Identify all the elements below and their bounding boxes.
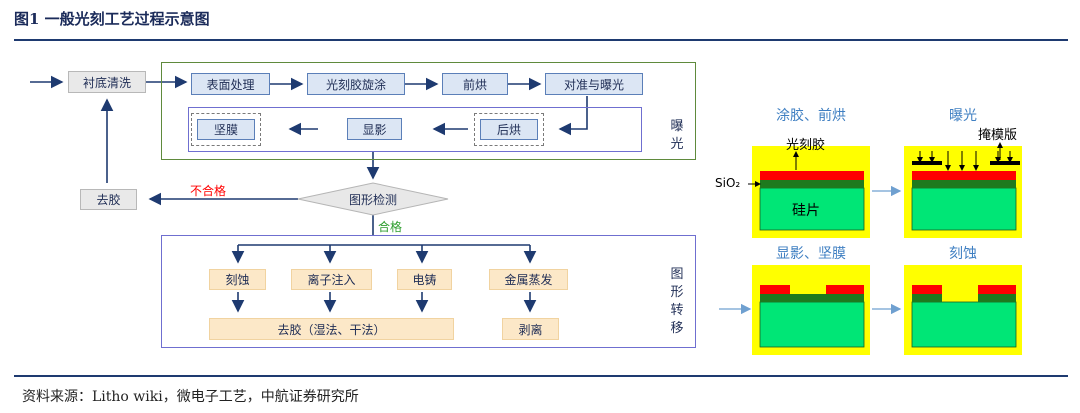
hardbake-box: 坚膜	[197, 119, 255, 140]
panel4-oxide-right	[978, 294, 1016, 302]
align-expose-box: 对准与曝光	[545, 73, 643, 95]
bottom-rule	[14, 375, 1068, 377]
develop-box: 显影	[347, 118, 402, 140]
implant-box: 离子注入	[291, 269, 372, 290]
panel3-resist-right	[826, 285, 864, 294]
mask-label: 掩模版	[978, 128, 1018, 143]
exposure-group-label: 曝光	[670, 119, 684, 152]
resist-label: 光刻胶	[786, 138, 826, 153]
strip-methods-box: 去胶（湿法、干法）	[209, 318, 454, 340]
panel3-wafer	[759, 301, 865, 348]
oxide-label: SiO₂	[715, 176, 741, 190]
panel2-mask-left	[912, 161, 942, 165]
wafer-label: 硅片	[792, 203, 820, 219]
substrate-clean-box: 衬底清洗	[68, 71, 146, 93]
panel4-resist-right	[978, 285, 1016, 294]
panel3-caption: 显影、坚膜	[776, 246, 846, 262]
postbake-box: 后烘	[480, 119, 538, 140]
postbake-dashed-frame	[474, 113, 544, 146]
fail-label: 不合格	[190, 184, 227, 198]
panel2-wafer	[911, 187, 1017, 231]
figure-title: 图1 一般光刻工艺过程示意图	[14, 10, 210, 28]
top-rule	[14, 39, 1068, 41]
hardbake-dashed-frame	[191, 113, 261, 146]
bake-row-frame	[188, 107, 642, 152]
panel4-oxide-left	[912, 294, 942, 302]
panel2-oxide	[912, 180, 1016, 188]
evaporation-box: 金属蒸发	[489, 269, 568, 290]
panel2-mask-right	[990, 161, 1020, 165]
inspect-label: 图形检测	[348, 193, 397, 207]
panel3-resist-left	[760, 285, 790, 294]
exposure-group-frame	[161, 62, 696, 160]
panel2-resist	[912, 171, 1016, 180]
panel1-oxide	[760, 180, 864, 188]
source-note: 资料来源：Litho wiki，微电子工艺，中航证券研究所	[22, 389, 359, 405]
panel4-resist-left	[912, 285, 942, 294]
panel4-wafer	[911, 301, 1017, 348]
liftoff-box: 剥离	[502, 318, 559, 340]
transfer-group-label: 图形转移	[670, 267, 684, 336]
surface-treat-box: 表面处理	[191, 73, 270, 95]
panel3-oxide	[760, 294, 864, 302]
etch-box: 刻蚀	[209, 269, 266, 290]
resist-coat-box: 光刻胶旋涂	[307, 73, 405, 95]
transfer-group-frame	[161, 235, 696, 348]
panel2-caption: 曝光	[949, 108, 977, 124]
strip-box: 去胶	[80, 189, 137, 210]
pass-label: 合格	[378, 220, 403, 234]
inspect-diamond	[297, 182, 449, 216]
prebake-box: 前烘	[442, 73, 508, 95]
plating-box: 电铸	[397, 269, 452, 290]
panel4-caption: 刻蚀	[949, 246, 977, 262]
panel1-caption: 涂胶、前烘	[776, 108, 846, 124]
panel1-resist	[760, 171, 864, 180]
